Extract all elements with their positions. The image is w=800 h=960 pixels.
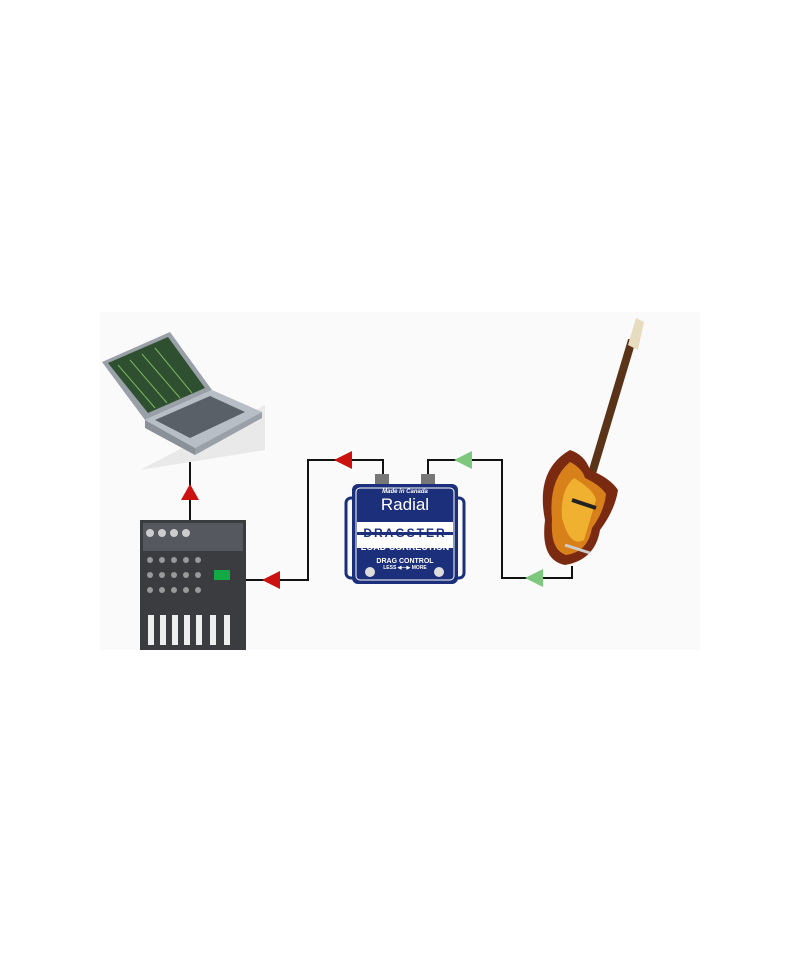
green-arrow-left-icon xyxy=(454,451,472,469)
dragster-device xyxy=(344,474,466,584)
laptop xyxy=(102,332,265,470)
function-label: LOAD CORRECTION xyxy=(360,542,450,552)
model-label: DRAGSTER xyxy=(363,526,447,540)
series-label: TONEBONE xyxy=(375,514,435,524)
more-label: MORE xyxy=(411,565,427,571)
mixer xyxy=(140,520,246,650)
red-arrow-left-icon xyxy=(262,571,280,589)
drag-control-label: DRAG CONTROL xyxy=(376,558,434,565)
green-arrow-left-icon xyxy=(525,569,543,587)
red-arrow-left-icon xyxy=(334,451,352,469)
red-arrow-up-icon xyxy=(181,484,199,500)
brand-logo: Radial xyxy=(380,495,430,514)
device-labels: Made in Canada Radial TONEBONE DRAGSTER … xyxy=(357,488,453,571)
made-in-label: Made in Canada xyxy=(382,489,428,495)
less-label: LESS xyxy=(383,565,397,571)
